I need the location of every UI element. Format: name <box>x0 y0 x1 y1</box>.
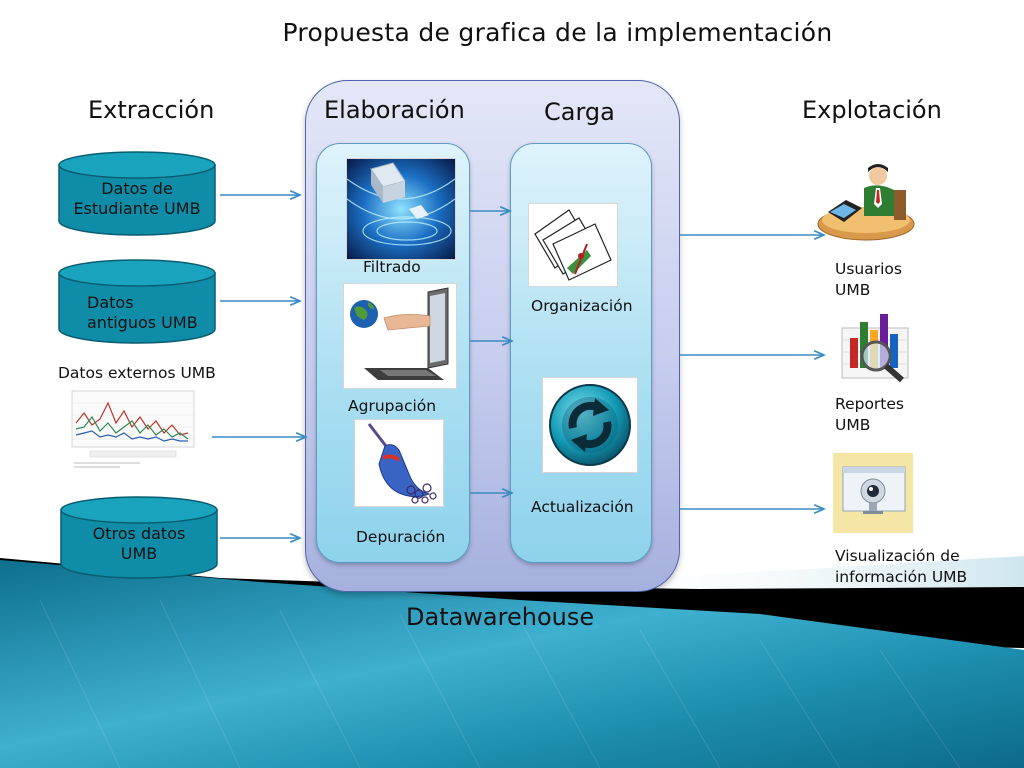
step-organizacion-label: Organización <box>531 297 633 315</box>
source-estudiante-line2: Estudiante UMB <box>73 199 201 218</box>
output-reportes-line1: Reportes <box>835 395 904 413</box>
laptop-globe-image <box>343 283 457 389</box>
datawarehouse-label: Datawarehouse <box>406 603 595 631</box>
database-icon <box>58 259 216 344</box>
heading-carga: Carga <box>544 98 615 126</box>
webcam-window-icon <box>833 453 913 533</box>
step-actualizacion-label: Actualización <box>531 498 634 516</box>
database-icon <box>60 496 218 579</box>
source-antiguos-line1: Datos <box>87 293 134 312</box>
database-icon <box>58 151 216 236</box>
output-usuarios-line1: Usuarios <box>835 260 902 278</box>
source-otros-line2: UMB <box>120 544 158 563</box>
user-at-computer-icon <box>817 164 915 241</box>
heading-elaboracion: Elaboración <box>324 96 465 124</box>
step-filtrado-label: Filtrado <box>363 258 421 276</box>
heading-extraccion: Extracción <box>88 96 215 124</box>
documents-icon <box>528 203 618 287</box>
output-visualizacion-line1: Visualización de <box>835 547 960 565</box>
heading-explotacion: Explotación <box>802 96 942 124</box>
step-depuracion-label: Depuración <box>356 528 446 546</box>
digital-flow-image <box>346 158 456 260</box>
output-reportes-line2: UMB <box>835 416 871 434</box>
output-usuarios-label: Usuarios UMB <box>835 259 902 301</box>
output-reportes-label: Reportes UMB <box>835 394 904 436</box>
source-otros-line1: Otros datos <box>92 524 186 543</box>
source-externos-label: Datos externos UMB <box>58 364 216 382</box>
source-antiguos-line2: antiguos UMB <box>87 313 198 332</box>
page-title: Propuesta de grafica de la implementació… <box>282 18 833 47</box>
output-usuarios-line2: UMB <box>835 281 871 299</box>
broom-icon <box>354 419 444 507</box>
refresh-icon <box>542 377 638 473</box>
output-visualizacion-label: Visualización de información UMB <box>835 546 967 588</box>
step-agrupacion-label: Agrupación <box>348 397 437 415</box>
source-estudiante-line1: Datos de <box>101 179 173 198</box>
output-visualizacion-line2: información UMB <box>835 568 968 586</box>
report-chart-icon <box>841 314 909 383</box>
external-data-chart-thumbnail <box>70 383 196 469</box>
